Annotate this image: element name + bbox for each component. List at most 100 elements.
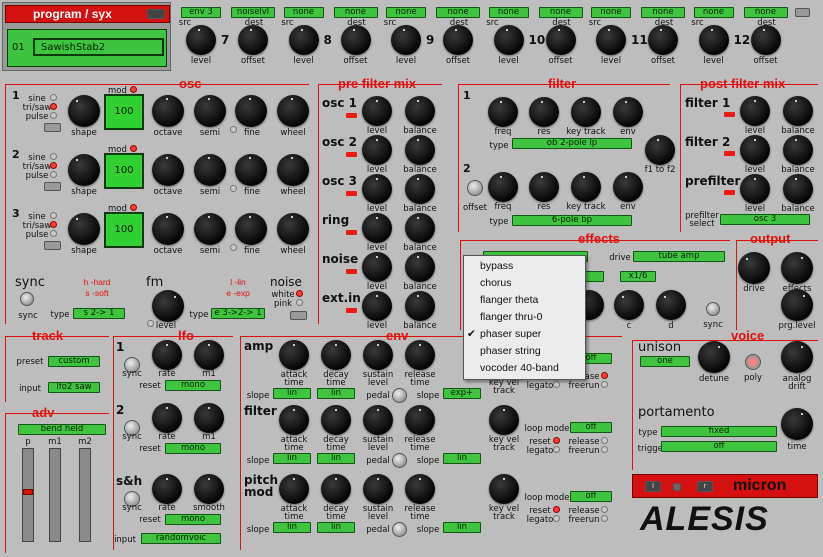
filter-1-type-select[interactable]: ob 2-pole lp [512, 138, 632, 149]
osc-3-wave-led-1[interactable] [50, 221, 57, 228]
lfo-2-reset-select[interactable]: mono [165, 443, 221, 454]
env-amp-release-led[interactable] [601, 372, 608, 379]
prefilter-0-level-knob[interactable] [362, 96, 392, 126]
filter-f1tof2-knob[interactable] [645, 135, 675, 165]
program-number[interactable]: 01 [12, 42, 25, 53]
mod-dest-select-11[interactable]: none [641, 7, 685, 18]
env-filter-slope2[interactable]: lin [317, 453, 355, 464]
prefilter-5-balance-knob[interactable] [405, 291, 435, 321]
mod-page-button[interactable] [795, 8, 810, 17]
mod-src-select-8[interactable]: none [283, 7, 324, 18]
env-pitch-mod-slope3[interactable]: lin [443, 522, 481, 533]
env-filter-release-knob[interactable] [405, 405, 435, 435]
prefilter-2-balance-knob[interactable] [405, 174, 435, 204]
env-pitch-mod-keyvel-knob[interactable] [489, 474, 519, 504]
env-filter-reset-led[interactable] [553, 437, 560, 444]
prefilter-4-mute[interactable] [346, 269, 357, 274]
osc-3-semi-knob[interactable] [194, 213, 226, 245]
program-label[interactable]: program [33, 7, 82, 21]
env-amp-attack-knob[interactable] [279, 340, 309, 370]
program-menu-button[interactable] [147, 9, 165, 19]
prefilter-1-mute[interactable] [346, 152, 357, 157]
osc-3-wave-button[interactable] [44, 241, 61, 250]
env-amp-slope2[interactable]: lin [317, 388, 355, 399]
osc-1-mod-led[interactable] [130, 86, 137, 93]
lfo-3-rate-knob[interactable] [152, 474, 182, 504]
output-drive-knob[interactable] [738, 252, 770, 284]
filter-offset-button[interactable] [467, 180, 483, 196]
lfo-1-sync-button[interactable] [124, 357, 140, 373]
poly-button[interactable] [745, 354, 761, 370]
env-filter-keyvel-knob[interactable] [489, 405, 519, 435]
lfo-input-select[interactable]: randomvoic [141, 533, 221, 544]
effects-menu-item[interactable]: vocoder 40-band [464, 360, 585, 377]
env-filter-freerun-led[interactable] [601, 446, 608, 453]
postfilter-0-level-knob[interactable] [740, 96, 770, 126]
osc-3-wheel-knob[interactable] [277, 213, 309, 245]
prefilter-1-balance-knob[interactable] [405, 135, 435, 165]
adv-slider-p-thumb[interactable] [23, 489, 33, 495]
prefilter-2-mute[interactable] [346, 191, 357, 196]
lfo-1-rate-knob[interactable] [152, 340, 182, 370]
lfo-1-reset-select[interactable]: mono [165, 380, 221, 391]
env-pitch-mod-attack-knob[interactable] [279, 474, 309, 504]
unison-select[interactable]: one [640, 356, 690, 367]
osc-2-fine-knob[interactable] [235, 154, 267, 186]
env-amp-release-knob[interactable] [405, 340, 435, 370]
postfilter-2-level-knob[interactable] [740, 174, 770, 204]
mod-offset-knob-7[interactable] [238, 25, 268, 55]
lfo-2-sync-button[interactable] [124, 420, 140, 436]
adv-mode-select[interactable]: bend held [18, 424, 106, 435]
env-filter-pedal-button[interactable] [392, 453, 407, 468]
mod-src-select-9[interactable]: none [386, 7, 426, 18]
postfilter-2-balance-knob[interactable] [783, 174, 813, 204]
env-filter-decay-knob[interactable] [321, 405, 351, 435]
prefilter-0-mute[interactable] [346, 113, 357, 118]
postfilter-2-mute[interactable] [724, 190, 735, 195]
osc-3-fine-knob[interactable] [235, 213, 267, 245]
osc-2-mod-led[interactable] [130, 145, 137, 152]
env-pitch-mod-pedal-button[interactable] [392, 522, 407, 537]
noise-pink-led[interactable] [296, 299, 303, 306]
postfilter-select[interactable]: osc 3 [720, 214, 810, 225]
lfo-1-param-knob[interactable] [194, 340, 224, 370]
prefilter-4-balance-knob[interactable] [405, 252, 435, 282]
portamento-type-select[interactable]: fixed [661, 426, 777, 437]
osc-3-shape-display[interactable]: 100 [104, 212, 144, 248]
env-filter-slope1[interactable]: lin [273, 453, 311, 464]
effects-knob-c[interactable] [614, 290, 644, 320]
noise-white-led[interactable] [296, 290, 303, 297]
effects-menu-item[interactable]: flanger theta [464, 292, 585, 309]
lfo-2-rate-knob[interactable] [152, 403, 182, 433]
osc-3-wave-led-2[interactable] [50, 230, 57, 237]
mod-level-knob-10[interactable] [493, 25, 524, 55]
osc-1-fine-knob[interactable] [235, 95, 267, 127]
osc-2-semi-knob[interactable] [194, 154, 226, 186]
osc-2-wave-led-2[interactable] [50, 171, 57, 178]
prefilter-4-level-knob[interactable] [362, 252, 392, 282]
osc-2-wave-led-0[interactable] [50, 153, 57, 160]
osc-1-wheel-knob[interactable] [277, 95, 309, 127]
mod-src-select-10[interactable]: none [488, 7, 529, 18]
output-effects-knob[interactable] [781, 252, 813, 284]
postfilter-1-balance-knob[interactable] [783, 135, 813, 165]
env-pitch-mod-release-knob[interactable] [405, 474, 435, 504]
prefilter-3-level-knob[interactable] [362, 213, 392, 243]
mod-offset-knob-11[interactable] [648, 25, 678, 55]
filter-1-keytrack-knob[interactable] [571, 97, 601, 127]
osc-3-shape-knob[interactable] [68, 213, 100, 245]
brand-button-r[interactable]: r [697, 481, 713, 492]
env-pitch-mod-slope2[interactable]: lin [317, 522, 355, 533]
osc-1-wave-led-0[interactable] [50, 94, 57, 101]
mod-offset-knob-10[interactable] [545, 25, 576, 55]
filter-2-res-knob[interactable] [529, 172, 559, 202]
effects-menu-item[interactable]: flanger thru-0 [464, 309, 585, 326]
effects-sync-button[interactable] [706, 302, 720, 316]
effects-drive-select[interactable]: tube amp [633, 251, 725, 262]
filter-1-res-knob[interactable] [529, 97, 559, 127]
fm-type-select[interactable]: e 3->2-> 1 [211, 308, 265, 319]
osc-2-wheel-knob[interactable] [277, 154, 309, 186]
env-pitch-mod-freerun-led[interactable] [601, 515, 608, 522]
mod-src-select-12[interactable]: none [693, 7, 734, 18]
